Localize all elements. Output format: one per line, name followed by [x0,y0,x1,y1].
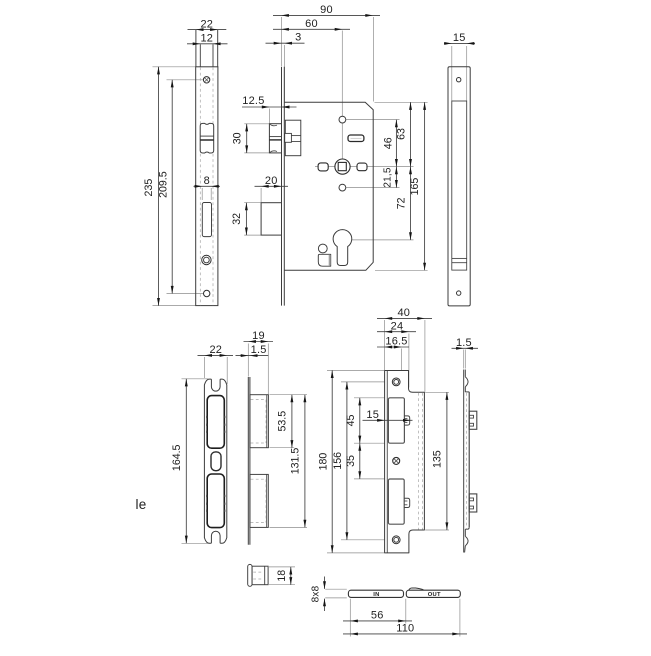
svg-text:165: 165 [409,178,421,196]
svg-text:60: 60 [305,18,318,30]
svg-text:15: 15 [453,32,466,44]
svg-text:21,5: 21,5 [383,167,394,188]
svg-text:IN: IN [373,592,379,598]
svg-text:235: 235 [143,179,155,197]
svg-text:20: 20 [265,175,278,187]
svg-text:32: 32 [231,213,243,225]
svg-text:46: 46 [383,137,395,149]
svg-text:72: 72 [395,197,407,209]
svg-text:19: 19 [252,330,265,342]
svg-text:18: 18 [276,570,288,582]
svg-text:12.5: 12.5 [242,95,264,107]
svg-text:24: 24 [391,321,404,333]
svg-text:22: 22 [209,344,222,356]
svg-text:156: 156 [332,452,344,470]
svg-text:22: 22 [200,18,213,30]
svg-text:110: 110 [396,623,414,635]
svg-text:164.5: 164.5 [171,444,183,471]
svg-text:135: 135 [432,450,444,468]
svg-text:53.5: 53.5 [277,411,289,432]
svg-text:180: 180 [317,453,329,471]
svg-text:35: 35 [345,455,357,467]
svg-text:63: 63 [395,128,407,140]
svg-text:30: 30 [231,132,243,144]
svg-text:56: 56 [371,610,384,622]
svg-text:15: 15 [366,409,379,421]
svg-text:1.5: 1.5 [251,344,267,356]
svg-text:OUT: OUT [428,592,441,598]
svg-text:12: 12 [200,33,213,45]
svg-text:40: 40 [397,307,410,319]
svg-text:45: 45 [345,415,357,427]
svg-text:131.5: 131.5 [290,448,302,475]
svg-text:1.5: 1.5 [456,337,472,349]
svg-text:le: le [136,497,147,512]
svg-text:16.5: 16.5 [385,336,407,348]
svg-text:8: 8 [204,175,210,187]
svg-text:209.5: 209.5 [157,171,169,198]
svg-text:8x8: 8x8 [310,585,321,602]
svg-text:90: 90 [320,4,333,16]
svg-text:3: 3 [295,32,301,44]
